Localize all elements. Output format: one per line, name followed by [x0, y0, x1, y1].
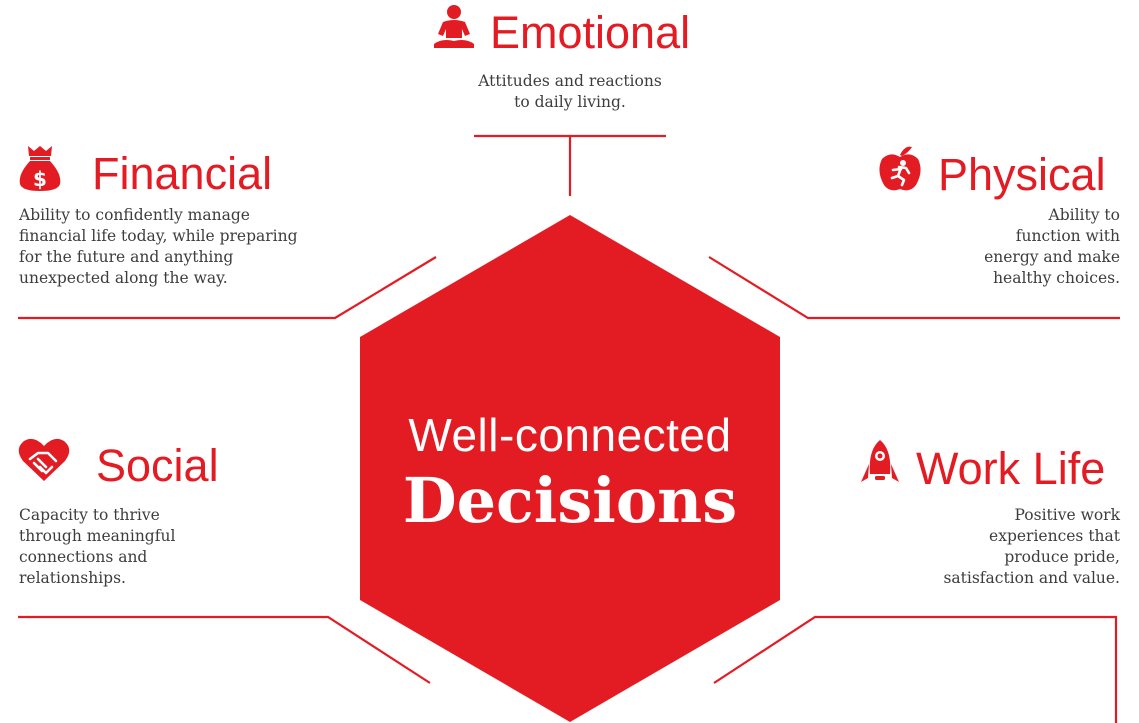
worklife-title: Work Life [916, 442, 1106, 494]
description-line: unexpected along the way. [19, 269, 228, 287]
emotional-heading: Emotional [432, 4, 690, 61]
center-hexagon [360, 215, 780, 722]
heart-handshake-icon [18, 437, 70, 494]
financial-title: Financial [92, 147, 273, 199]
description-line: for the future and anything [19, 248, 234, 266]
center-title-line2: Decisions [402, 464, 738, 537]
description-line: produce pride, [1004, 548, 1120, 566]
svg-text:$: $ [33, 167, 47, 191]
description-line: Ability to confidently manage [19, 206, 250, 224]
physical-title: Physical [938, 148, 1106, 200]
financial-description: Ability to confidently manage financial … [19, 205, 349, 289]
description-line: relationships. [19, 569, 126, 587]
description-line: Capacity to thrive [19, 506, 160, 524]
description-line: to daily living. [514, 93, 626, 111]
description-line: Attitudes and reactions [478, 72, 662, 90]
connector-physical [708, 256, 1120, 320]
description-line: Ability to [1048, 206, 1120, 224]
social-title: Social [96, 439, 219, 491]
worklife-description: Positive work experiences that produce p… [820, 505, 1120, 589]
connector-social [18, 615, 431, 684]
social-heading: Social [18, 437, 219, 494]
emotional-title: Emotional [490, 6, 691, 58]
center-title-line1: Well-connected [408, 409, 732, 461]
description-line: experiences that [989, 527, 1120, 545]
rocket-icon [858, 438, 902, 499]
description-line: function with [1015, 227, 1120, 245]
physical-description: Ability to function with energy and make… [790, 205, 1120, 289]
connector-financial [18, 256, 437, 320]
worklife-heading: Work Life [858, 438, 1105, 499]
emotional-description: Attitudes and reactions to daily living. [435, 71, 705, 113]
description-line: energy and make [984, 248, 1120, 266]
financial-heading: $ Financial [18, 144, 272, 203]
physical-heading: Physical [878, 145, 1106, 204]
money-bag-icon: $ [18, 144, 62, 203]
apple-runner-icon [878, 145, 922, 204]
description-line: through meaningful [19, 527, 176, 545]
meditation-icon [432, 4, 476, 61]
connector-worklife [713, 615, 1118, 723]
description-line: satisfaction and value. [943, 569, 1120, 587]
social-description: Capacity to thrive through meaningful co… [19, 505, 279, 589]
description-line: Positive work [1014, 506, 1121, 524]
description-line: healthy choices. [993, 269, 1120, 287]
description-line: connections and [19, 548, 148, 566]
description-line: financial life today, while preparing [19, 227, 298, 245]
